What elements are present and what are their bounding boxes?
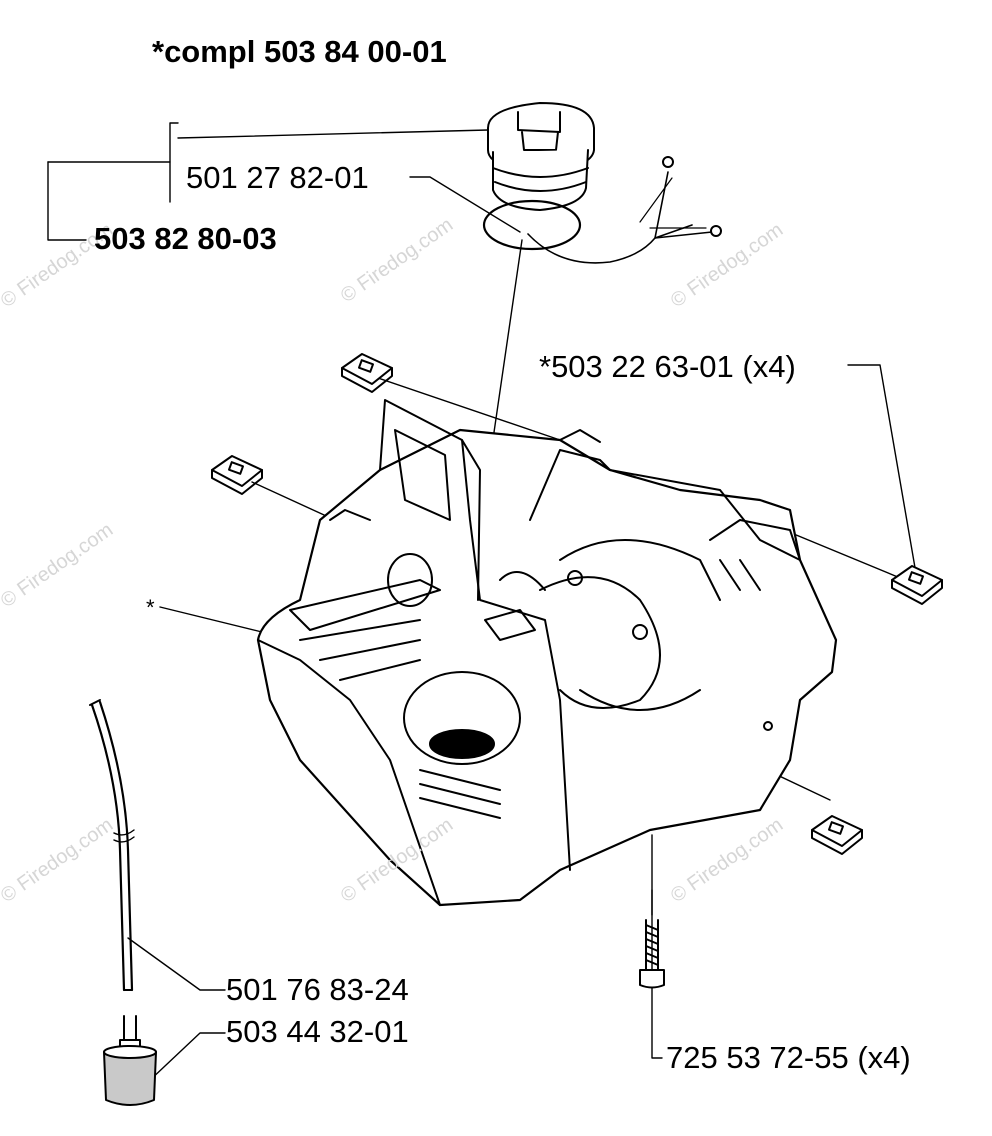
clip-nut-3 [891, 565, 943, 605]
clip-nut-2 [211, 455, 263, 495]
screw [639, 919, 665, 989]
part-label-tank: * [146, 595, 155, 620]
clip-nut-1 [341, 353, 393, 393]
clip-nut-4 [811, 815, 863, 855]
part-label-fuel-filter: 503 44 32-01 [226, 1014, 409, 1049]
fuel-tank-housing [256, 399, 838, 907]
diagram-title: *compl 503 84 00-01 [152, 34, 447, 69]
fuel-filter [103, 1015, 157, 1106]
part-label-cap-assembly: 503 82 80-03 [94, 221, 277, 256]
part-label-cap-seal: 501 27 82-01 [186, 160, 369, 195]
part-label-screw: 725 53 72-55 (x4) [666, 1040, 911, 1075]
fuel-hose [89, 699, 135, 992]
part-label-fuel-hose: 501 76 83-24 [226, 972, 409, 1007]
part-label-clip: *503 22 63-01 (x4) [539, 349, 796, 384]
fuel-cap [482, 102, 722, 264]
